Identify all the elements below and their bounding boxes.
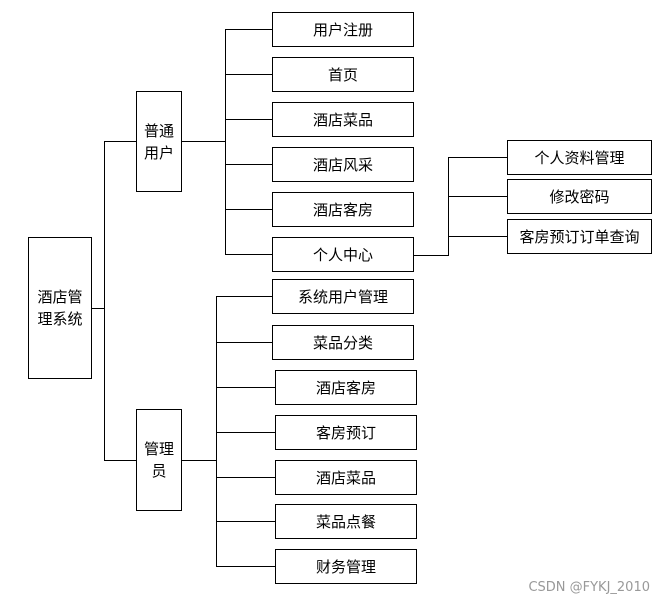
watermark-text: CSDN @FYKJ_2010 <box>528 580 650 595</box>
center-item-2: 修改密码 <box>507 179 652 214</box>
admin-item-3: 酒店客房 <box>275 370 417 405</box>
center-item-2-label: 修改密码 <box>549 187 610 206</box>
connector-admin-item-4 <box>216 432 276 433</box>
connector-user-trunk <box>225 29 226 255</box>
user-item-1: 用户注册 <box>272 12 414 47</box>
connector-user-item-6 <box>225 254 273 255</box>
user-item-5: 酒店客房 <box>272 192 414 227</box>
admin-item-1: 系统用户管理 <box>272 279 414 314</box>
user-item-3: 酒店菜品 <box>272 102 414 137</box>
connector-admin-trunk <box>216 296 217 567</box>
connector-center-item-1 <box>448 157 508 158</box>
user-item-4: 酒店风采 <box>272 147 414 182</box>
connector-user-item-4 <box>225 164 273 165</box>
admin-item-6-label: 菜品点餐 <box>315 512 376 531</box>
connector-admin-out <box>181 460 217 461</box>
user-item-5-label: 酒店客房 <box>312 200 373 219</box>
user-item-2-label: 首页 <box>327 65 358 84</box>
root-node-label: 酒店管理系统 <box>37 288 83 328</box>
connector-center-out <box>413 255 449 256</box>
admin-item-4: 客房预订 <box>275 415 417 450</box>
admin-group-node: 管理员 <box>136 409 182 511</box>
center-item-3: 客房预订订单查询 <box>507 219 652 254</box>
admin-item-5-label: 酒店菜品 <box>315 468 376 487</box>
connector-user-item-5 <box>225 209 273 210</box>
user-item-4-label: 酒店风采 <box>312 155 373 174</box>
user-item-6-label: 个人中心 <box>312 245 373 264</box>
user-item-2: 首页 <box>272 57 414 92</box>
connector-admin-item-2 <box>216 342 273 343</box>
user-group-label: 普通用户 <box>144 121 175 162</box>
admin-item-4-label: 客房预订 <box>315 423 376 442</box>
admin-item-2-label: 菜品分类 <box>312 333 373 352</box>
connector-to-admin <box>104 460 137 461</box>
connector-to-user <box>104 141 137 142</box>
admin-item-3-label: 酒店客房 <box>315 378 376 397</box>
connector-center-item-2 <box>448 196 508 197</box>
admin-group-label: 管理员 <box>144 440 175 480</box>
center-item-3-label: 客房预订订单查询 <box>519 227 640 246</box>
connector-center-item-3 <box>448 236 508 237</box>
connector-admin-item-1 <box>216 296 273 297</box>
root-node: 酒店管理系统 <box>28 237 92 379</box>
admin-item-1-label: 系统用户管理 <box>297 287 388 306</box>
admin-item-7-label: 财务管理 <box>315 557 376 576</box>
connector-admin-item-3 <box>216 387 276 388</box>
user-item-6: 个人中心 <box>272 237 414 272</box>
user-item-3-label: 酒店菜品 <box>312 110 373 129</box>
connector-user-out <box>181 141 226 142</box>
connector-user-item-2 <box>225 74 273 75</box>
admin-item-2: 菜品分类 <box>272 325 414 360</box>
connector-root-trunk <box>104 141 105 461</box>
connector-admin-item-6 <box>216 521 276 522</box>
user-group-node: 普通用户 <box>136 91 182 192</box>
admin-item-7: 财务管理 <box>275 549 417 584</box>
connector-admin-item-7 <box>216 566 276 567</box>
admin-item-5: 酒店菜品 <box>275 460 417 495</box>
connector-root <box>91 308 105 309</box>
connector-user-item-1 <box>225 29 273 30</box>
center-item-1: 个人资料管理 <box>507 140 652 175</box>
connector-admin-item-5 <box>216 477 276 478</box>
admin-item-6: 菜品点餐 <box>275 504 417 539</box>
connector-center-trunk <box>448 157 449 256</box>
user-item-1-label: 用户注册 <box>312 20 373 39</box>
connector-user-item-3 <box>225 119 273 120</box>
center-item-1-label: 个人资料管理 <box>534 148 625 167</box>
